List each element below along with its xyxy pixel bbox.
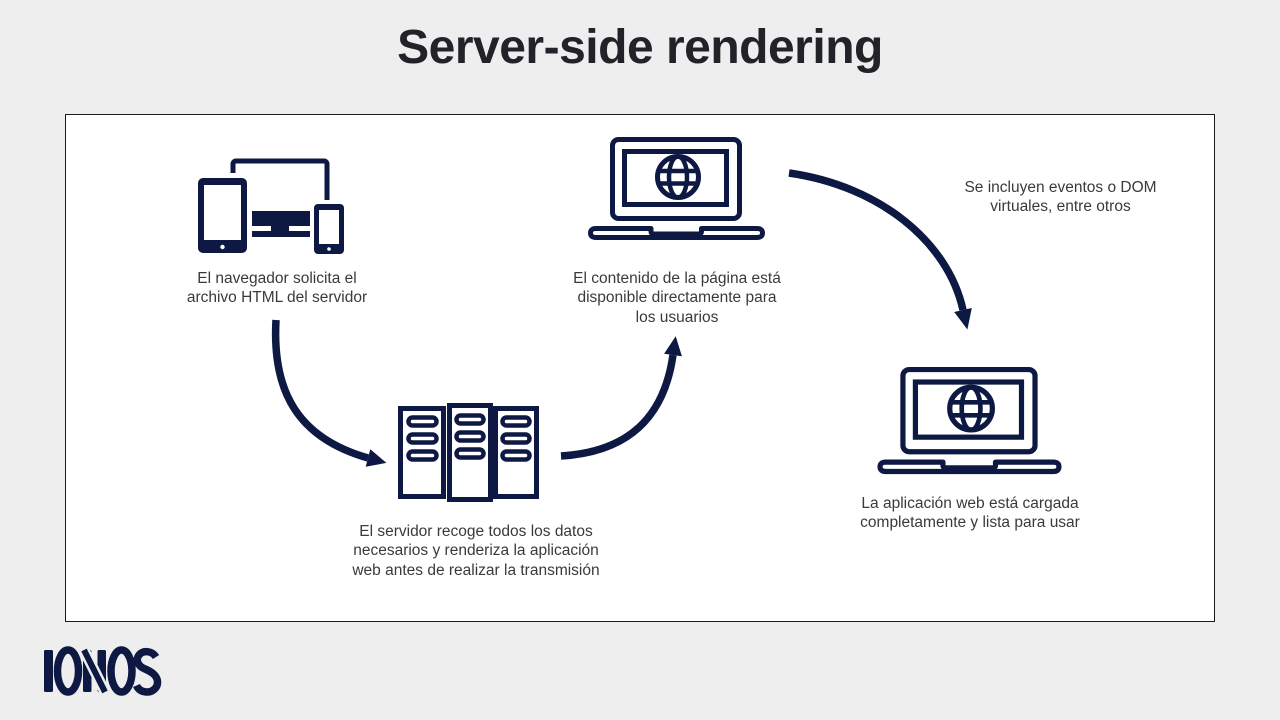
ionos-logo: IONOS bbox=[44, 646, 162, 696]
caption-app-ready: La aplicación web está cargada completam… bbox=[860, 495, 1080, 532]
caption-server-render: El servidor recoge todos los datos neces… bbox=[352, 523, 600, 579]
caption-content-available: El contenido de la página está disponibl… bbox=[573, 270, 781, 326]
caption-browser-request: El navegador solicita el archivo HTML de… bbox=[186, 270, 368, 307]
annotation-dom-events: Se incluyen eventos o DOM virtuales, ent… bbox=[964, 179, 1157, 216]
page-title: Server-side rendering bbox=[397, 21, 883, 74]
